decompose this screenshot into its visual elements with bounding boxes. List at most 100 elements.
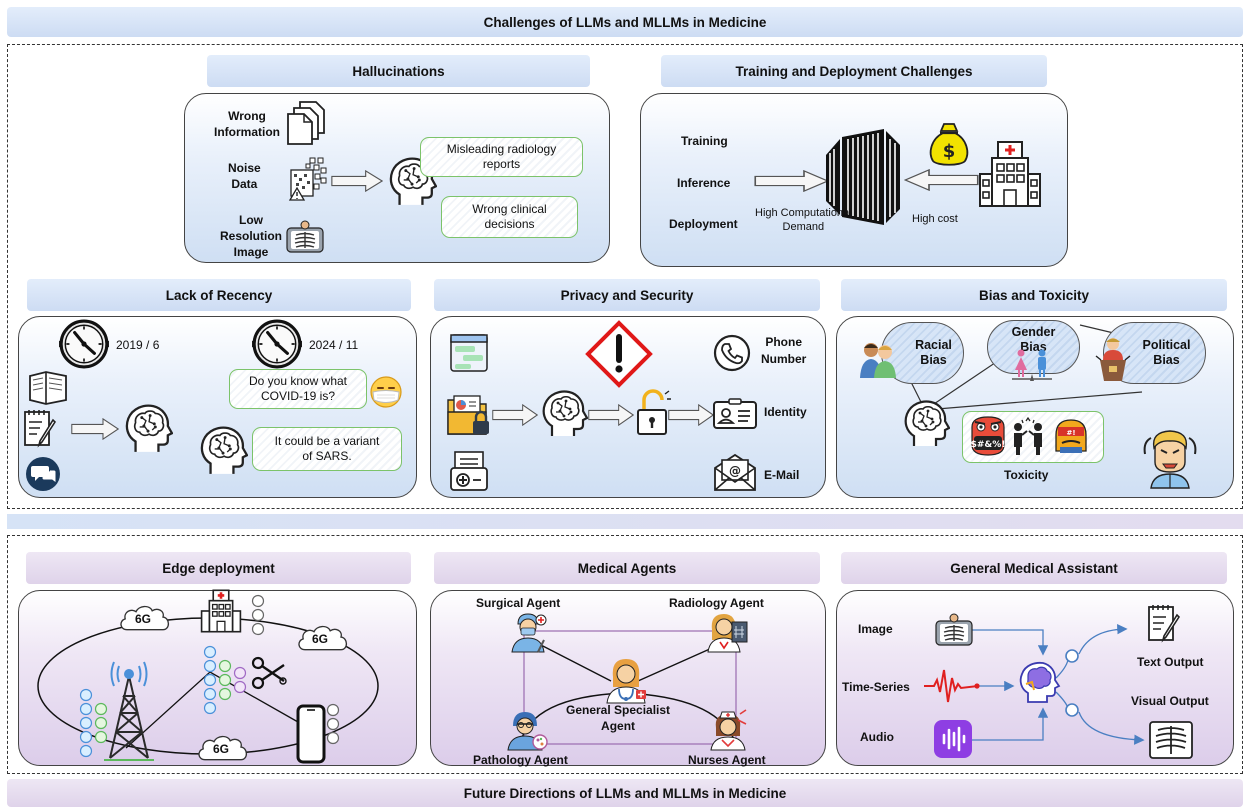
training-title: Training and Deployment Challenges: [735, 63, 973, 79]
high-cost-label: High cost: [912, 213, 958, 225]
edge-banner: Edge deployment: [26, 552, 411, 584]
server-rack-icon: [826, 129, 900, 225]
nurse-icon: [710, 709, 747, 751]
unlocked-padlock-icon: [637, 389, 671, 435]
cell-tower-icon: [104, 661, 154, 761]
agents-banner: Medical Agents: [434, 552, 820, 584]
svg-text:#!: #!: [1066, 429, 1075, 437]
podium-speaker-icon: [1095, 338, 1131, 381]
frustrated-person-icon: [1143, 430, 1197, 489]
deployment-label: Deployment: [669, 217, 738, 231]
warning-hazard-icon: [585, 320, 653, 388]
agents-title: Medical Agents: [577, 560, 677, 576]
challenges-dashed-frame: [7, 44, 1243, 509]
chest-xray-icon: [1149, 721, 1193, 759]
date-2019-label: 2019 / 6: [116, 338, 160, 352]
recency-banner: Lack of Recency: [27, 279, 411, 311]
identity-label: Identity: [764, 405, 807, 419]
cloud-6g-label: 6G: [312, 632, 329, 646]
text-output-label: Text Output: [1137, 655, 1204, 669]
smartphone-icon: [296, 704, 326, 764]
notepad-icon: [24, 410, 57, 448]
hospital-icon: [979, 141, 1041, 207]
assistant-banner: General Medical Assistant: [841, 552, 1227, 584]
hallucinations-title: Hallucinations: [352, 63, 445, 79]
privacy-title: Privacy and Security: [560, 287, 694, 303]
audio-wave-icon: [934, 720, 972, 758]
cloud-6g-label: 6G: [135, 612, 152, 626]
general-doctor-icon: [606, 659, 646, 704]
future-title-banner: Future Directions of LLMs and MLLMs in M…: [7, 779, 1243, 807]
surgeon-icon: [511, 613, 547, 653]
bias-title: Bias and Toxicity: [978, 287, 1090, 303]
inference-label: Inference: [677, 176, 731, 190]
hospital-icon: [200, 589, 242, 633]
training-banner: Training and Deployment Challenges: [661, 55, 1047, 87]
secure-folder-icon: [447, 395, 489, 435]
radiology-agent-label: Radiology Agent: [669, 596, 764, 610]
masked-face-icon: [370, 376, 402, 408]
section-divider: [7, 514, 1243, 529]
brain-ai-icon: [1019, 661, 1061, 703]
svg-text:$: $: [943, 141, 956, 162]
time-series-input-label: Time-Series: [842, 680, 910, 694]
chat-window-icon: [450, 334, 488, 372]
pathologist-icon: [507, 712, 548, 751]
future-dashed-frame: [7, 535, 1243, 774]
surgical-agent-label: Surgical Agent: [476, 596, 561, 610]
chat-icon: [26, 457, 60, 491]
training-label: Training: [681, 134, 728, 148]
medical-record-icon: [450, 451, 488, 491]
audio-input-label: Audio: [860, 730, 894, 744]
nurses-agent-label: Nurses Agent: [688, 753, 766, 767]
email-icon: @: [714, 453, 756, 491]
toxicity-label: Toxicity: [1004, 468, 1049, 482]
pathology-agent-label: Pathology Agent: [473, 753, 568, 767]
assistant-title: General Medical Assistant: [950, 560, 1118, 576]
future-title: Future Directions of LLMs and MLLMs in M…: [463, 785, 787, 801]
svg-text:@: @: [729, 464, 741, 478]
diverse-people-icon: [860, 343, 896, 378]
edge-title: Edge deployment: [162, 560, 275, 576]
people-arguing-icon: [1014, 416, 1042, 455]
radiologist-icon: [707, 614, 748, 653]
ecg-waveform-icon: [924, 669, 979, 703]
hate-speech-icon: #!: [1055, 419, 1087, 453]
toxic-symbols: $#&%!: [971, 440, 1006, 450]
image-input-label: Image: [858, 622, 893, 636]
hallucinations-banner: Hallucinations: [207, 55, 590, 87]
angry-face-icon: $#&%!: [971, 416, 1006, 456]
challenges-title-banner: Challenges of LLMs and MLLMs in Medicine: [7, 7, 1243, 37]
challenges-title: Challenges of LLMs and MLLMs in Medicine: [483, 14, 767, 30]
cloud-6g-label: 6G: [213, 742, 230, 756]
visual-output-label: Visual Output: [1131, 694, 1209, 708]
phone-icon: [713, 334, 751, 372]
documents-icon: [287, 101, 325, 145]
scissors-icon: [251, 656, 287, 690]
recency-title: Lack of Recency: [165, 287, 273, 303]
gender-icon: [1012, 349, 1052, 381]
money-bag-icon: $: [929, 123, 969, 166]
email-label: E-Mail: [764, 468, 800, 482]
privacy-banner: Privacy and Security: [434, 279, 820, 311]
book-icon: [29, 371, 67, 405]
notepad-icon: [1148, 605, 1181, 643]
xray-icon: [934, 613, 974, 647]
noise-data-icon: [288, 157, 327, 201]
id-card-icon: [713, 398, 757, 429]
bias-banner: Bias and Toxicity: [841, 279, 1227, 311]
date-2024-label: 2024 / 11: [309, 338, 359, 352]
